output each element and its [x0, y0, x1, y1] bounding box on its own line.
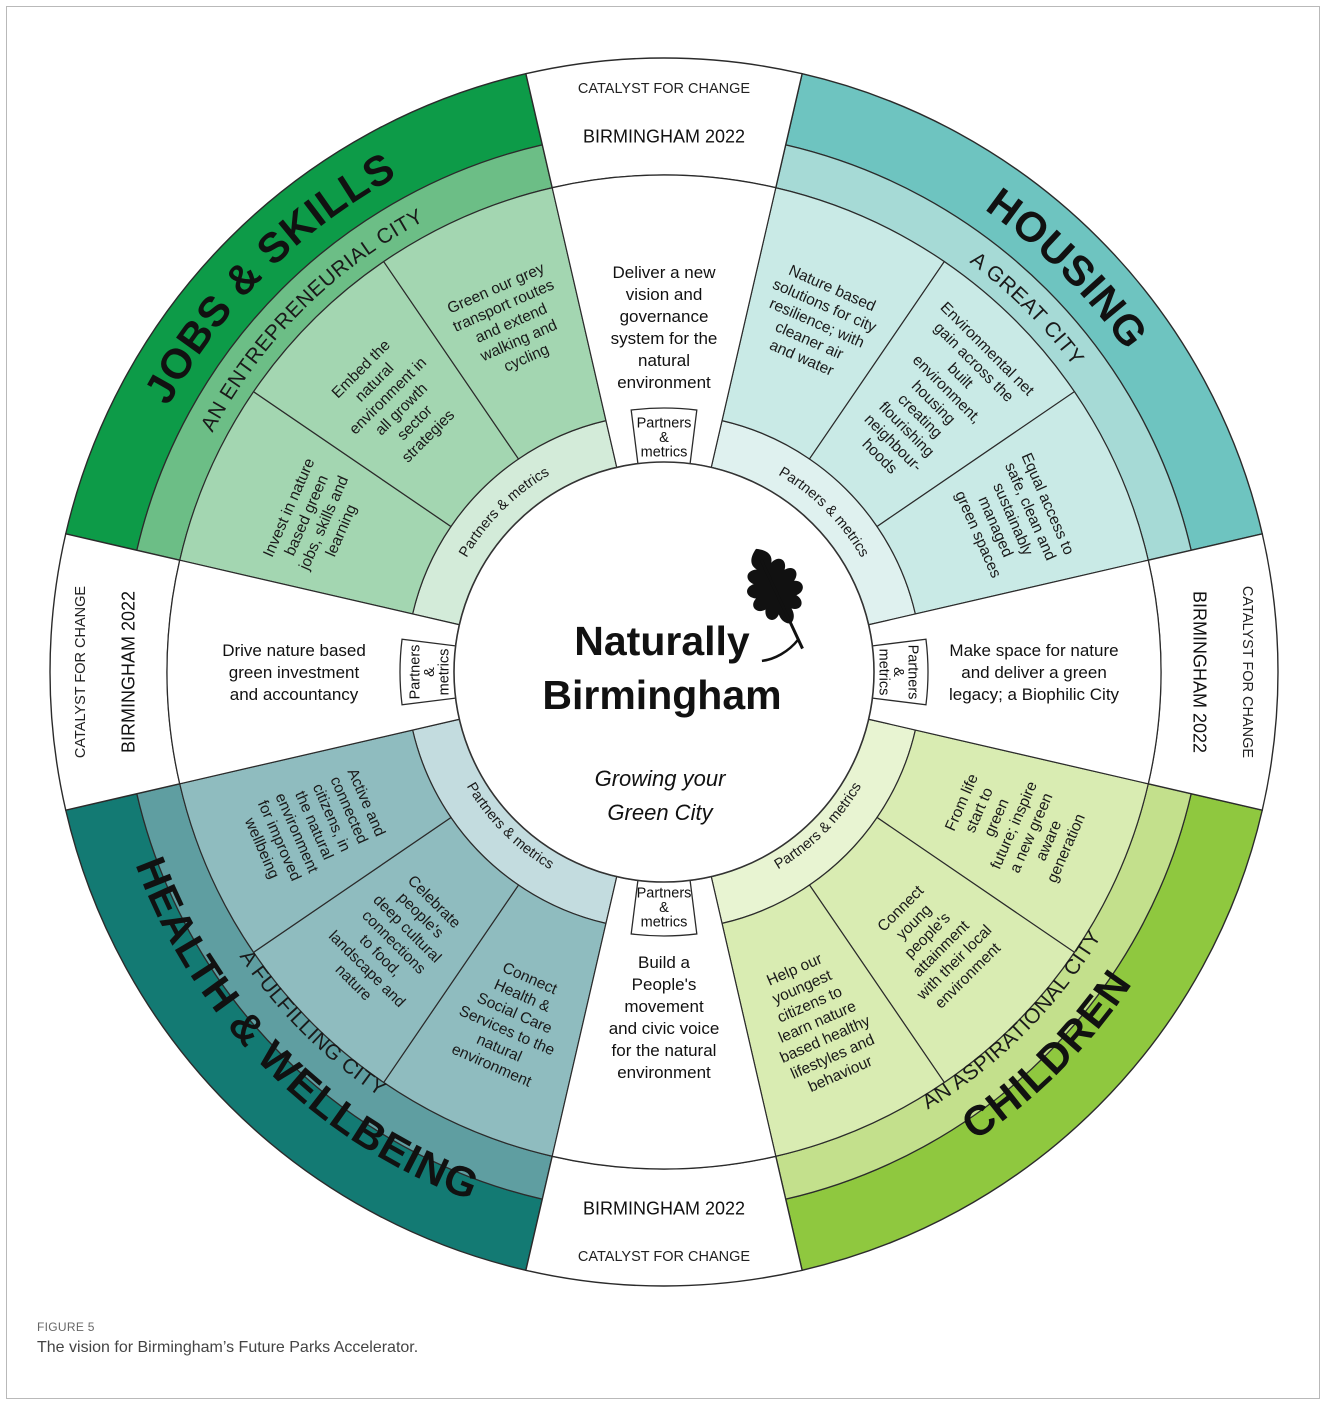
- catalyst-left-outer: [49, 533, 181, 811]
- sector-children-goal-text: Help ouryoungestcitizens tolearn natureb…: [747, 943, 888, 1102]
- catalyst-top-label: CATALYST FOR CHANGE: [578, 81, 750, 97]
- center-subtitle-line1: Growing your: [595, 766, 728, 791]
- catalyst-right-year: BIRMINGHAM 2022: [1190, 591, 1210, 753]
- center-subtitle-line2: Green City: [607, 800, 714, 825]
- sector-children: From lifestart togreenfuture; inspirea n…: [710, 718, 1264, 1272]
- catalyst-left-year: BIRMINGHAM 2022: [118, 591, 138, 753]
- center-title-line2: Birmingham: [542, 672, 781, 718]
- center-hub: Naturally Birmingham Growing your Green …: [453, 461, 875, 883]
- sector-children-goal-text: Connectyoungpeople'sattainmentwith their…: [859, 868, 1008, 1017]
- partners-tab-text: Partners&metrics: [408, 645, 453, 700]
- partners-tab-text: Partners&metrics: [637, 886, 692, 931]
- sector-children-goal-text: From lifestart togreenfuture; inspirea n…: [935, 756, 1093, 895]
- catalyst-top-outer: [525, 57, 803, 189]
- figure-caption: The vision for Birmingham’s Future Parks…: [37, 1339, 419, 1356]
- catalyst-left: CATALYST FOR CHANGE BIRMINGHAM 2022 Drive …: [49, 533, 461, 811]
- partners-tab: Partners&metrics: [630, 875, 698, 937]
- catalyst-top: CATALYST FOR CHANGE BIRMINGHAM 2022Delive…: [525, 57, 803, 469]
- figure-label: FIGURE 5: [37, 1320, 95, 1334]
- catalyst-bottom-outer: [525, 1155, 803, 1287]
- oak-leaf-icon: [747, 548, 804, 663]
- partners-tab: Partners&metrics: [399, 638, 461, 706]
- catalyst-left-label: CATALYST FOR CHANGE: [73, 586, 89, 758]
- partners-tab-text: Partners&metrics: [875, 645, 920, 700]
- partners-tabs: Partners&metricsPartners&metricsPartners…: [399, 407, 929, 937]
- catalyst-right-label: CATALYST FOR CHANGE: [1239, 586, 1255, 758]
- catalyst-bottom-year: BIRMINGHAM 2022: [583, 1198, 745, 1218]
- catalyst-right-outer: [1147, 533, 1279, 811]
- sector-jobs: Invest in naturebased greenjobs, skills …: [64, 72, 618, 626]
- catalyst-top-year: BIRMINGHAM 2022: [583, 126, 745, 146]
- catalyst-bottom-label: CATALYST FOR CHANGE: [578, 1249, 750, 1265]
- partners-tab-text: Partners&metrics: [637, 416, 692, 461]
- sector-health: ConnectHealth &Social CareServices to th…: [64, 718, 618, 1272]
- catalyst-right: CATALYST FOR CHANGE BIRMINGHAM 2022 Make s…: [867, 533, 1279, 811]
- partners-tab: Partners&metrics: [867, 638, 929, 706]
- catalyst-bottom: CATALYST FOR CHANGE BIRMINGHAM 2022 Build …: [525, 875, 803, 1287]
- center-title-line1: Naturally: [574, 618, 750, 664]
- partners-tab: Partners&metrics: [630, 407, 698, 469]
